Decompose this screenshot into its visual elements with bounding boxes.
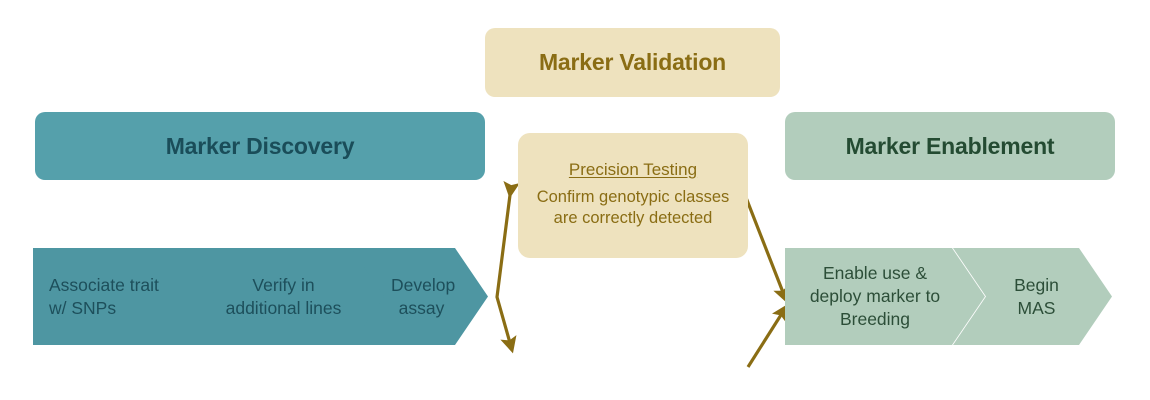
connector-lower-to-enablement-icon	[746, 304, 788, 368]
enablement-step-label: Begin MAS	[1014, 274, 1059, 318]
phase-banner-validation-label: Marker Validation	[538, 49, 727, 75]
enablement-step-row: Enable use & deploy marker to Breeding B…	[785, 248, 1112, 345]
phase-banner-marker-validation: Marker Validation	[485, 28, 780, 97]
connector-discovery-to-validation-icon	[495, 180, 520, 354]
phase-banner-enablement-label: Marker Enablement	[845, 132, 1055, 159]
discovery-step-verify-lines: Verify in additional lines	[183, 248, 388, 345]
discovery-step-label: Associate trait w/ SNPs	[49, 274, 159, 318]
connector-validation-to-enablement-icon	[743, 194, 789, 304]
discovery-step-row: Associate trait w/ SNPs Verify in additi…	[33, 248, 488, 345]
precision-testing-description: Confirm genotypic classes are correctly …	[536, 187, 730, 228]
phase-banner-discovery-label: Marker Discovery	[165, 132, 355, 159]
discovery-step-label: Verify in additional lines	[225, 274, 342, 318]
precision-testing-title: Precision Testing	[568, 159, 698, 179]
enablement-step-label: Enable use & deploy marker to Breeding	[809, 263, 941, 329]
precision-testing-callout: Precision Testing Confirm genotypic clas…	[518, 133, 748, 258]
phase-banner-marker-enablement: Marker Enablement	[785, 112, 1115, 180]
discovery-step-associate-trait: Associate trait w/ SNPs	[33, 248, 218, 345]
phase-banner-marker-discovery: Marker Discovery	[35, 112, 485, 180]
discovery-step-label: Develop assay	[391, 274, 456, 318]
enablement-step-enable-deploy: Enable use & deploy marker to Breeding	[785, 248, 985, 345]
